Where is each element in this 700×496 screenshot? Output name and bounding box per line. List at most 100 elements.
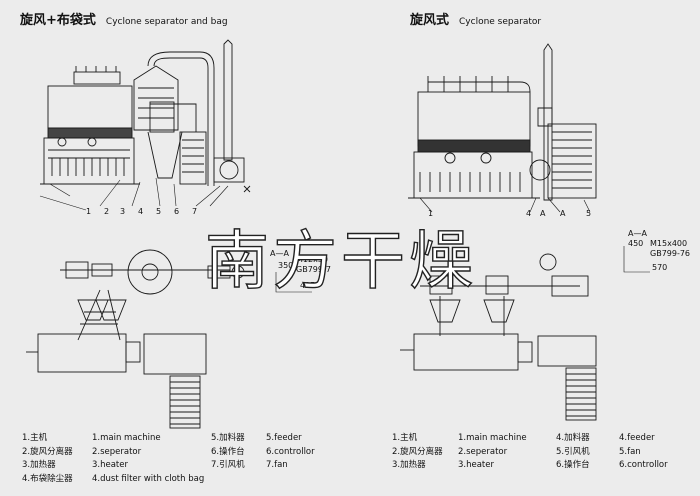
left-cyclone-core xyxy=(141,263,159,281)
callout-labels: 1 2 3 4 5 6 7 1 4 5 A A A—A 350 M12x30 G… xyxy=(86,207,690,290)
legend-en: 1.main machine xyxy=(92,433,161,443)
legend-row: 5.引风机 5.fan xyxy=(556,446,668,460)
legend-en: 4.dust filter with cloth bag xyxy=(92,473,205,484)
left-callout-2: 2 xyxy=(104,207,109,216)
legend-en: 3.heater xyxy=(458,460,494,471)
legend-en: 6.controllor xyxy=(619,460,668,471)
left-main-machine-top xyxy=(47,85,133,129)
left-chamber xyxy=(37,333,127,373)
right-fan-wheel xyxy=(529,159,551,181)
legend-cn: 1.主机 xyxy=(22,433,48,443)
left-filter-box xyxy=(149,101,175,133)
right-elevation xyxy=(408,43,597,201)
legend-cn: 1.主机 xyxy=(392,433,418,443)
right-chamber-cap xyxy=(517,341,533,363)
right-hopper-2 xyxy=(483,299,515,323)
legend-cn: 4.布袋除尘器 xyxy=(22,473,73,484)
legend-cn: 3.加热器 xyxy=(22,460,56,471)
right-main-machine-top xyxy=(417,91,531,147)
left-top-posts xyxy=(75,66,117,72)
legend-en: 4.feeder xyxy=(619,433,655,443)
left-main-pipe-inner xyxy=(153,57,209,186)
legend-row: 1.主机 1.main machine xyxy=(22,432,204,446)
legend-cn: 4.加料器 xyxy=(556,433,590,443)
left-main-hatching xyxy=(48,149,130,176)
left-fan-wheel xyxy=(219,160,239,180)
right-console xyxy=(537,335,597,367)
legend-cn: 5.引风机 xyxy=(556,446,590,457)
right-fan-box xyxy=(551,275,589,297)
right-gauge-1 xyxy=(444,152,456,164)
left-callout-1: 1 xyxy=(86,207,91,216)
left-controller-lines xyxy=(182,139,204,173)
right-main-machine-band xyxy=(417,139,531,153)
legend-en: 5.fan xyxy=(619,446,641,457)
right-stack-box xyxy=(537,107,553,127)
legend-cn: 3.加热器 xyxy=(392,460,426,471)
left-section-side: 495 xyxy=(300,281,315,290)
left-plan xyxy=(26,249,245,429)
legend-row: 3.加热器 3.heater xyxy=(392,459,527,473)
right-section-side: 570 xyxy=(652,263,667,272)
left-plan-fan xyxy=(231,265,245,279)
right-title-en: Cyclone separator xyxy=(459,17,542,27)
left-cyclone-cone xyxy=(147,131,183,179)
left-main-machine-band xyxy=(47,127,133,139)
left-heater-box xyxy=(91,263,113,277)
left-callout-7: 7 xyxy=(192,207,197,216)
left-elevation xyxy=(40,39,251,193)
legend-en: 5.feeder xyxy=(266,433,302,443)
legend-en: 6.controllor xyxy=(266,446,315,457)
left-section-bolt: M12x30 xyxy=(296,255,328,264)
right-chamber xyxy=(413,333,519,371)
left-section-arrow xyxy=(243,185,251,193)
legend-row: 4.加料器 4.feeder xyxy=(556,432,668,446)
legend-en: 1.main machine xyxy=(458,433,527,443)
right-hopper-1 xyxy=(429,299,461,323)
right-main-hatching xyxy=(419,172,521,192)
legend-en: 2.seperator xyxy=(458,446,508,457)
section-details xyxy=(275,246,650,293)
left-plan-pipe xyxy=(207,265,231,279)
left-controller xyxy=(179,131,207,185)
left-section-label: A—A xyxy=(270,249,289,258)
legend-en: 2.seperator xyxy=(92,446,142,457)
left-gauge-2 xyxy=(87,137,97,147)
left-gauge-1 xyxy=(57,137,67,147)
right-leaders xyxy=(419,197,591,213)
left-title-en: Cyclone separator and bag xyxy=(105,17,228,27)
right-section-lines xyxy=(623,246,650,273)
left-feeder-box xyxy=(65,261,89,279)
right-callout-a2: A xyxy=(560,209,566,218)
left-chamber-cap xyxy=(125,341,141,363)
right-section-label: A—A xyxy=(628,229,647,238)
left-callout-6: 6 xyxy=(174,207,179,216)
right-section-dim: 450 xyxy=(628,239,643,248)
right-callout-4: 4 xyxy=(526,209,531,218)
legend-cn: 6.操作台 xyxy=(211,446,245,457)
right-callout-1: 1 xyxy=(428,209,433,218)
right-plan xyxy=(400,253,597,421)
left-stairs-steps xyxy=(170,381,200,425)
left-fan xyxy=(213,157,245,183)
right-stairs-steps xyxy=(566,373,596,417)
left-section-lines xyxy=(275,272,312,293)
left-hopper-1 xyxy=(77,299,109,321)
left-bag-filter-lines xyxy=(138,87,174,119)
right-stairs xyxy=(565,367,597,421)
legend-row: 6.操作台 6.controllor xyxy=(211,446,315,460)
legend-cn: 5.加料器 xyxy=(211,433,245,443)
right-feeder-box xyxy=(429,275,453,295)
right-section-bolt: M15x400 xyxy=(650,239,687,248)
legend-cn: 7.引风机 xyxy=(211,460,245,471)
left-console xyxy=(143,333,207,375)
